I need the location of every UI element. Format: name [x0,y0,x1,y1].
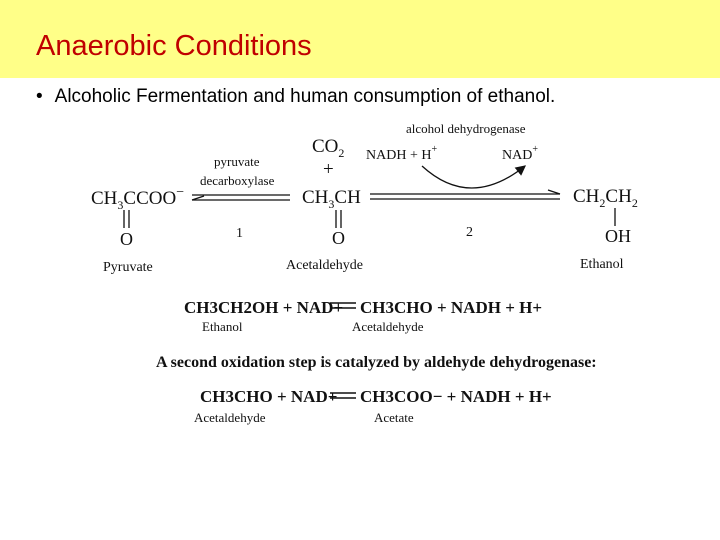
co2-plus: + [323,159,334,180]
reaction3-lhs: CH3CHO + NAD+ [200,387,337,406]
enzyme-pyruvate-decarboxylase-line2: decarboxylase [200,173,275,188]
pyruvate-formula: CH3CCOO− [91,185,184,212]
slide-title: Anaerobic Conditions [36,30,312,62]
nadh-label: NADH + H+ [366,144,437,163]
bullet-text: Alcoholic Fermentation and human consump… [54,86,556,107]
title-bar [0,0,720,78]
co2-label: CO2 [312,136,344,160]
step1-arrowhead [191,195,205,201]
step2-number: 2 [466,225,473,240]
acetaldehyde-formula: CH3CH [302,187,361,211]
nad-label: NAD+ [502,144,538,163]
reaction3-lhs-label: Acetaldehyde [194,410,266,425]
acetaldehyde-oxygen: O [332,228,345,248]
enzyme-alcohol-dehydrogenase: alcohol dehydrogenase [406,121,526,136]
reaction2-lhs: CH3CH2OH + NAD+ [184,298,343,317]
ethanol-label: Ethanol [580,257,624,272]
acetaldehyde-label: Acetaldehyde [286,258,363,273]
step2-arrowhead [547,189,561,195]
bullet-item: • Alcoholic Fermentation and human consum… [36,86,555,108]
reaction3-rhs-label: Acetate [374,410,414,425]
reaction2-lhs-label: Ethanol [202,319,243,334]
reaction3-rhs: CH3COO− + NADH + H+ [360,387,552,406]
aldehyde-dehydrogenase-note: A second oxidation step is catalyzed by … [156,354,597,371]
pyruvate-label: Pyruvate [103,260,153,275]
reaction2-rhs-label: Acetaldehyde [352,319,424,334]
enzyme-pyruvate-decarboxylase-line1: pyruvate [214,154,260,169]
ethanol-formula: CH2CH2 [573,186,638,210]
bullet-dot-icon: • [36,86,43,107]
pyruvate-oxygen: O [120,229,133,249]
step1-number: 1 [236,226,243,241]
ethanol-hydroxyl: OH [605,226,631,246]
reaction2-rhs: CH3CHO + NADH + H+ [360,298,542,317]
cofactor-curved-arrow [421,165,527,189]
